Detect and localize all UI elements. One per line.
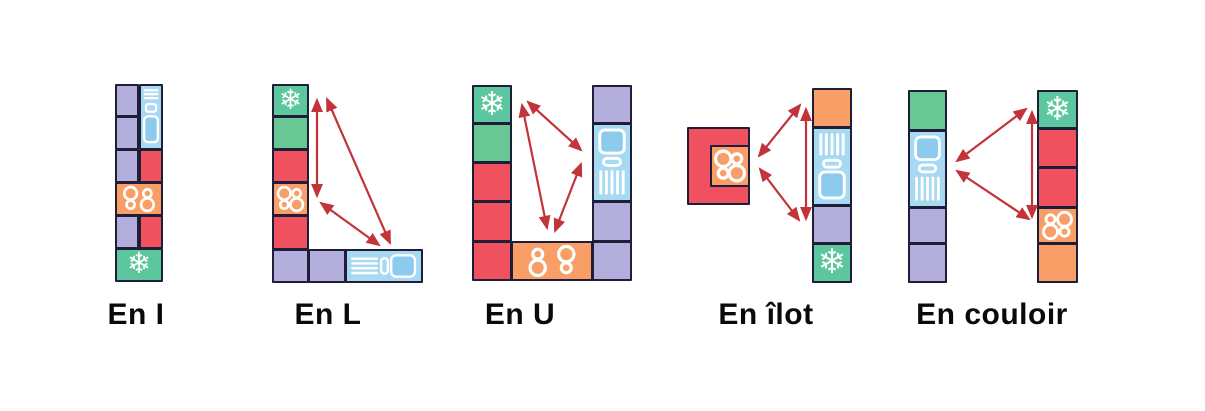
- tile-cabinet: [908, 207, 947, 244]
- layout-label-en-ilot: En îlot: [718, 298, 814, 331]
- tile-fridge: ❄: [812, 243, 852, 283]
- sink-icon: [143, 89, 159, 144]
- tile-cabinet: [115, 215, 139, 249]
- sink-icon: [914, 135, 941, 201]
- tile-cabinet: [115, 116, 139, 150]
- tile-worktop: [272, 215, 309, 250]
- tile-hob: [272, 182, 309, 216]
- tile-cabinet: [592, 85, 632, 124]
- work-triangle-arrow: [553, 162, 583, 233]
- tile-storage: [472, 123, 512, 163]
- tile-cabinet: [272, 249, 309, 283]
- work-triangle-arrow: [319, 201, 381, 247]
- layout-label-en-i: En I: [107, 298, 165, 331]
- burners-icon: [528, 244, 576, 278]
- tile-storage: [908, 90, 947, 131]
- snowflake-icon: ❄: [1043, 90, 1072, 127]
- work-triangle-arrow: [325, 97, 392, 245]
- snowflake-icon: ❄: [817, 243, 847, 281]
- work-triangle-arrow: [518, 102, 551, 231]
- tile-cabinet: [592, 201, 632, 242]
- work-triangle-arrow: [955, 169, 1031, 221]
- burners-icon: [122, 185, 156, 213]
- tile-hob: [1037, 207, 1078, 244]
- work-triangle-arrow: [526, 100, 583, 152]
- tile-hob: [710, 145, 750, 187]
- tile-fridge: ❄: [115, 248, 163, 282]
- work-triangle-arrow: [757, 103, 802, 158]
- work-triangle-arrow: [758, 167, 801, 222]
- tile-sink: [345, 249, 423, 283]
- tile-counter: [812, 88, 852, 128]
- tile-cabinet: [308, 249, 346, 283]
- layout-label-en-l: En L: [294, 298, 362, 331]
- tile-sink: [812, 127, 852, 206]
- sink-icon: [598, 128, 626, 195]
- snowflake-icon: ❄: [278, 83, 303, 115]
- tile-worktop: [472, 201, 512, 242]
- snowflake-icon: ❄: [126, 247, 152, 280]
- tile-worktop: [472, 241, 512, 281]
- tile-sink: [908, 130, 947, 208]
- tile-fridge: ❄: [272, 84, 309, 117]
- tile-fridge: ❄: [472, 85, 512, 124]
- tile-cabinet: [812, 205, 852, 244]
- tile-storage: [272, 116, 309, 150]
- tile-worktop: [1037, 167, 1078, 208]
- burners-icon: [713, 149, 747, 183]
- tile-cabinet: [908, 243, 947, 283]
- sink-icon: [351, 254, 417, 278]
- sink-icon: [818, 133, 846, 200]
- tile-cabinet: [115, 84, 139, 117]
- tile-sink: [139, 84, 163, 150]
- tile-hob: [511, 241, 593, 281]
- tile-worktop: [472, 162, 512, 202]
- tile-cabinet: [115, 149, 139, 183]
- tile-worktop: [139, 149, 163, 183]
- tile-cabinet: [592, 241, 632, 281]
- tile-sink: [592, 123, 632, 202]
- layout-label-en-couloir: En couloir: [916, 298, 1068, 331]
- tile-fridge: ❄: [1037, 90, 1078, 129]
- burners-icon: [1042, 210, 1073, 241]
- tile-counter: [1037, 243, 1078, 283]
- tile-worktop: [1037, 128, 1078, 168]
- layout-label-en-u: En U: [484, 298, 556, 331]
- work-triangle-arrow: [955, 107, 1028, 163]
- burners-icon: [276, 185, 305, 213]
- tile-hob: [115, 182, 163, 216]
- snowflake-icon: ❄: [478, 85, 506, 122]
- tile-worktop: [139, 215, 163, 249]
- tile-worktop: [272, 149, 309, 183]
